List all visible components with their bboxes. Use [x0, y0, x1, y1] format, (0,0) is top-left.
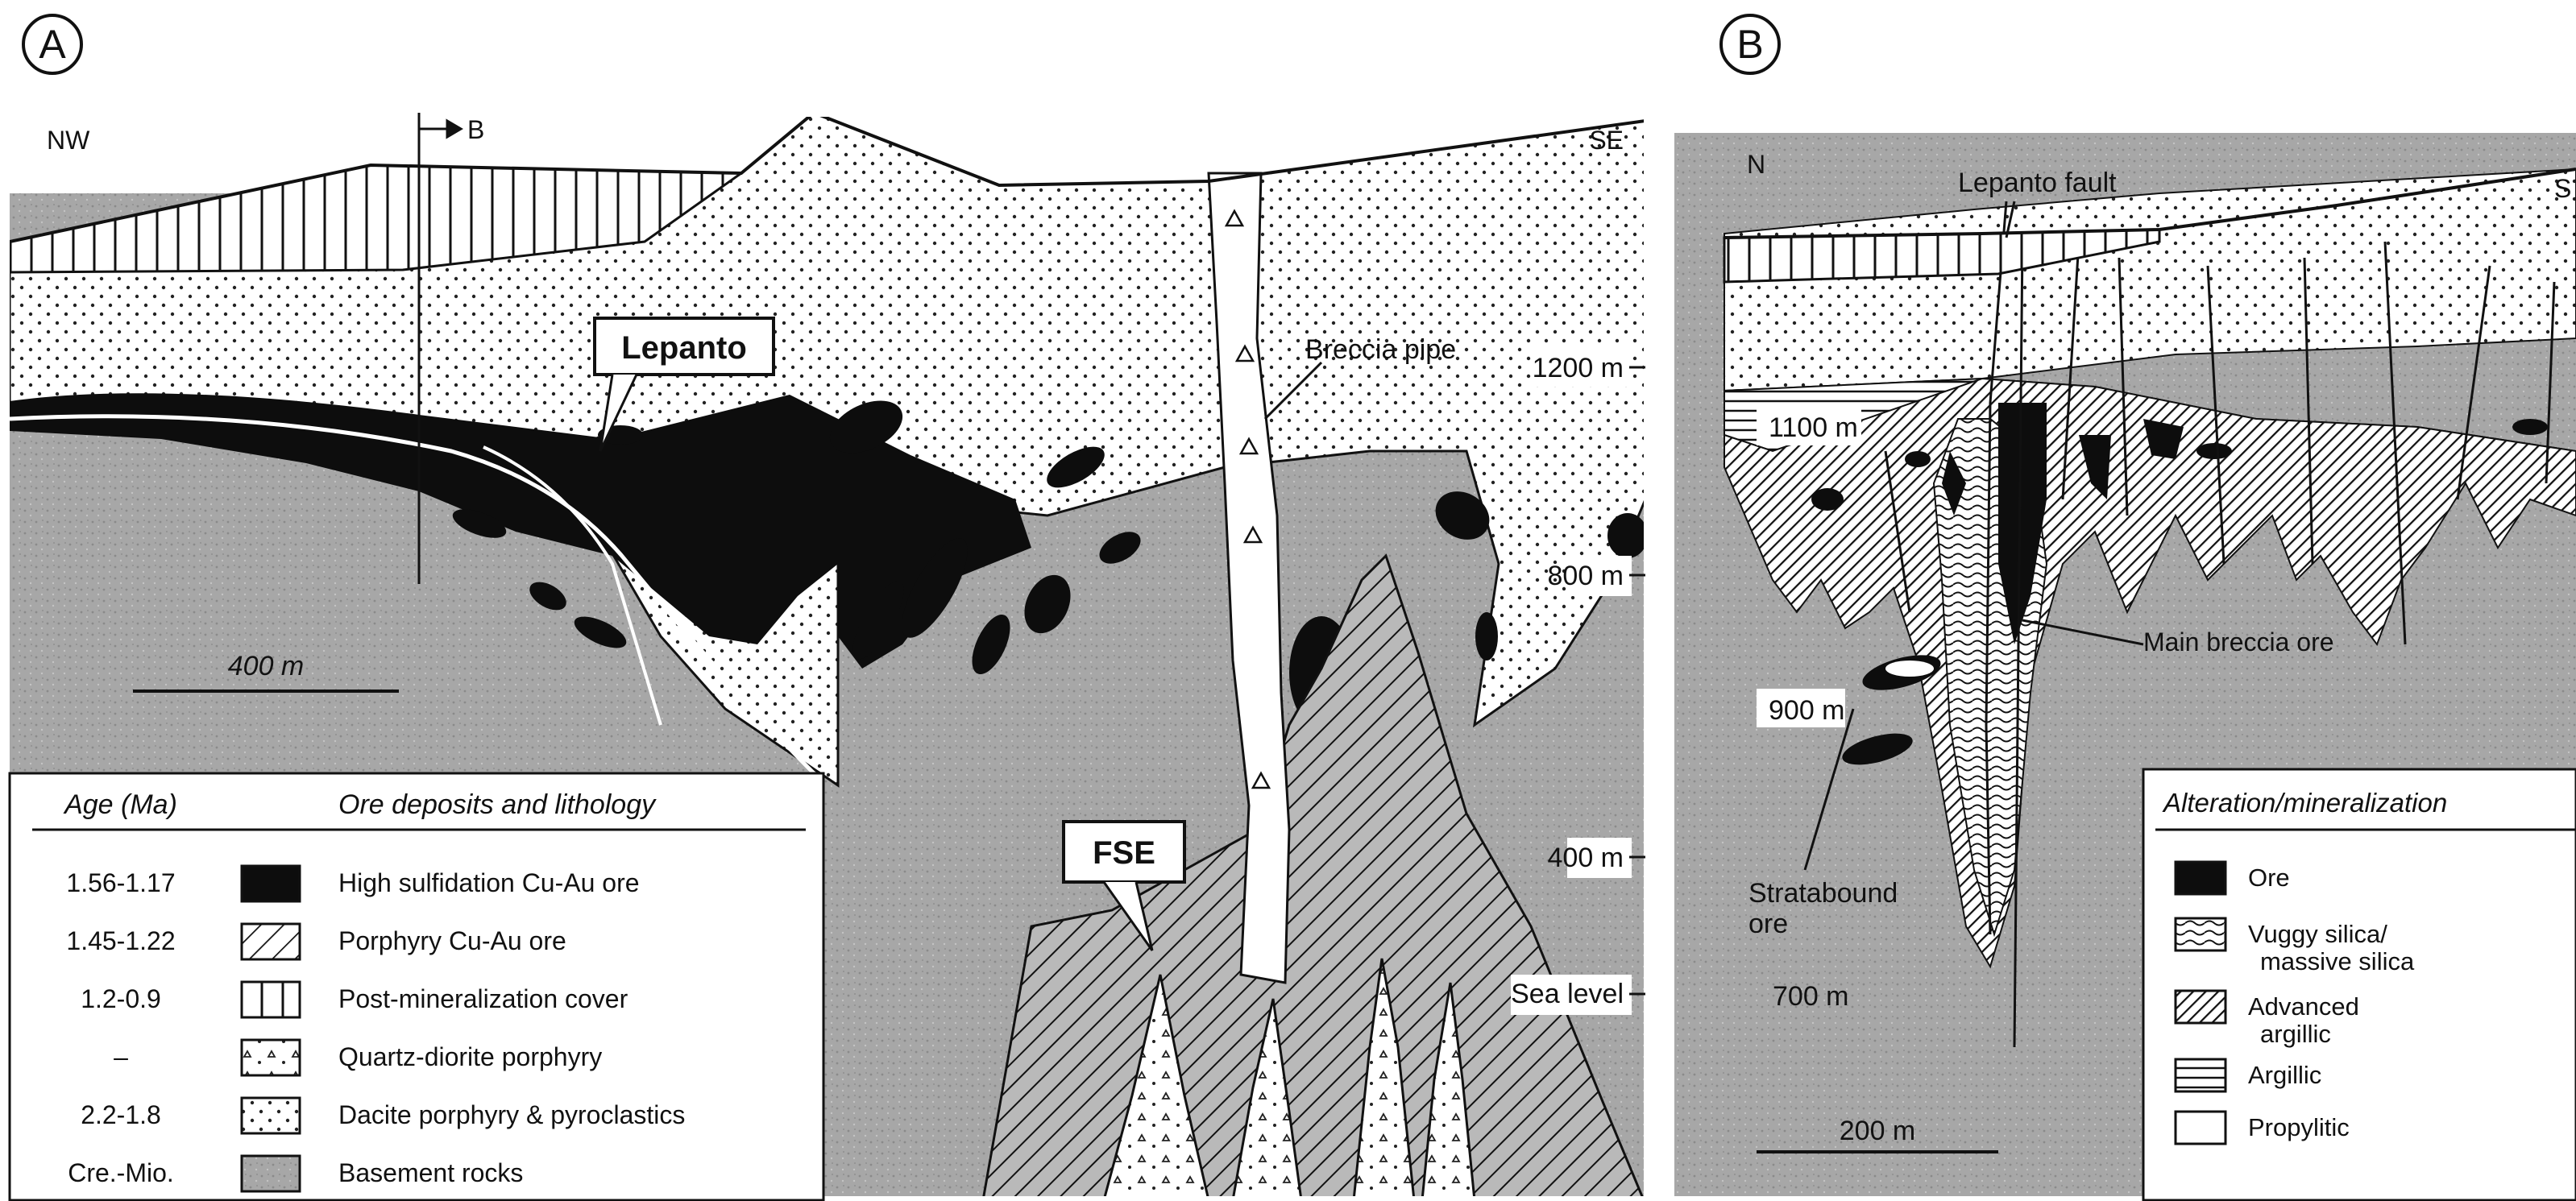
se-direction: SE — [1589, 126, 1624, 155]
panel-a: A NW SE B Lepanto Breccia pipe FSE — [10, 15, 1648, 1200]
legend-b-row: Argillic — [2176, 1059, 2321, 1091]
stratabound-label-1: Stratabound — [1748, 878, 1898, 909]
legend-b-label: Vuggy silica/ — [2248, 920, 2387, 948]
svg-text:A: A — [39, 22, 66, 67]
legend-b-label: Advanced — [2248, 992, 2359, 1021]
legend-b-swatch — [2176, 1112, 2225, 1144]
legend-a-label: High sulfidation Cu-Au ore — [338, 868, 640, 897]
legend-b-title: Alteration/mineralization — [2162, 788, 2447, 818]
sea-level: Sea level — [1511, 979, 1624, 1009]
stratabound-pod — [1885, 661, 1934, 677]
lepanto-fault-label: Lepanto fault — [1958, 168, 2117, 198]
elev-1100: 1100 m — [1769, 412, 1858, 443]
legend-b-swatch — [2176, 991, 2225, 1023]
legend-a-label: Post-mineralization cover — [338, 984, 628, 1013]
elev-1200: 1200 m — [1533, 353, 1624, 383]
s-direction: S — [2554, 174, 2571, 203]
legend-b-swatch — [2176, 918, 2225, 950]
legend-a-age: 2.2-1.8 — [81, 1100, 161, 1129]
legend-a-age: 1.2-0.9 — [81, 984, 161, 1013]
legend-b-swatch — [2176, 862, 2225, 894]
legend-a-swatch — [242, 1040, 300, 1075]
legend-a-swatch — [242, 982, 300, 1017]
svg-text:200 m: 200 m — [1840, 1116, 1916, 1146]
svg-text:400 m: 400 m — [228, 651, 305, 681]
svg-text:FSE: FSE — [1093, 835, 1155, 871]
legend-b-swatch — [2176, 1059, 2225, 1091]
legend-b-label-2: argillic — [2260, 1020, 2331, 1048]
elev-700: 700 m — [1773, 981, 1849, 1012]
panel-b-letter: B — [1721, 15, 1779, 73]
n-direction: N — [1747, 150, 1765, 179]
nw-direction: NW — [47, 126, 90, 155]
legend-a-swatch — [242, 1098, 300, 1133]
legend-b-label: Propylitic — [2248, 1113, 2350, 1141]
legend-a-row: 1.56-1.17 High sulfidation Cu-Au ore — [66, 866, 639, 901]
legend-a: Age (Ma) Ore deposits and lithology 1.56… — [10, 773, 823, 1200]
legend-a-age: Cre.-Mio. — [68, 1158, 174, 1187]
legend-b-label: Argillic — [2248, 1061, 2321, 1089]
legend-b-label-2: massive silica — [2260, 947, 2415, 975]
legend-a-label: Basement rocks — [338, 1158, 523, 1187]
legend-b-row: Propylitic — [2176, 1112, 2350, 1144]
legend-a-label: Porphyry Cu-Au ore — [338, 926, 566, 955]
legend-ore-header: Ore deposits and lithology — [338, 789, 657, 820]
panel-a-letter: A — [23, 15, 81, 73]
legend-a-swatch — [242, 866, 300, 901]
legend-a-age: 1.45-1.22 — [66, 926, 175, 955]
breccia-pipe-label: Breccia pipe — [1305, 334, 1456, 365]
legend-a-age: – — [114, 1042, 128, 1071]
section-b-label: B — [467, 115, 484, 144]
svg-text:Lepanto: Lepanto — [621, 330, 747, 366]
main-breccia-ore-label: Main breccia ore — [2143, 627, 2334, 656]
elev-800: 800 m — [1548, 561, 1624, 591]
legend-a-row: Cre.-Mio. Basement rocks — [68, 1156, 523, 1191]
svg-text:B: B — [1736, 22, 1763, 67]
stratabound-label-2: ore — [1748, 909, 1788, 939]
legend-a-age: 1.56-1.17 — [66, 868, 175, 897]
panel-b: B N S Lepanto fault 1100 m 900 m 700 m M… — [1674, 15, 2576, 1200]
legend-b-label: Ore — [2248, 863, 2290, 892]
legend-a-swatch — [242, 924, 300, 959]
legend-a-swatch — [242, 1156, 300, 1191]
elev-900: 900 m — [1769, 695, 1845, 726]
legend-age-header: Age (Ma) — [63, 789, 177, 820]
legend-a-label: Dacite porphyry & pyroclastics — [338, 1100, 685, 1129]
elev-400: 400 m — [1548, 843, 1624, 873]
legend-a-label: Quartz-diorite porphyry — [338, 1042, 602, 1071]
